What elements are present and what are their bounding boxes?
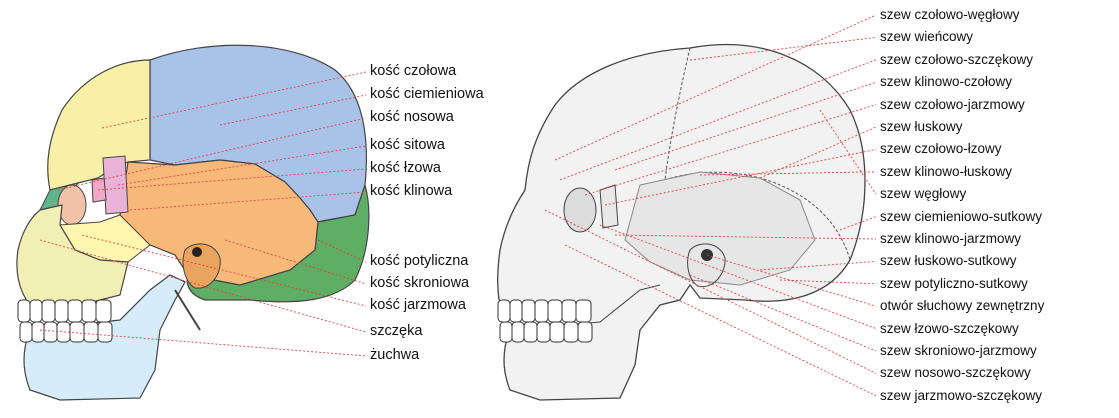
suture-label: szew węgłowy — [880, 187, 966, 201]
bone-label: kość potyliczna — [370, 254, 468, 269]
bone-label: kość nosowa — [370, 110, 454, 125]
suture-label: szew czołowo-łzowy — [880, 142, 1002, 156]
suture-label: szew nosowo-szczękowy — [880, 366, 1031, 380]
suture-label: szew łuskowo-sutkowy — [880, 254, 1017, 268]
suture-label: otwór słuchowy zewnętrzny — [880, 299, 1044, 313]
bone-label: kość sitowa — [370, 138, 445, 153]
bone-label: kość klinowa — [370, 184, 452, 199]
bone-label: kość skroniowa — [370, 276, 469, 291]
suture-label: szew czołowo-szczękowy — [880, 53, 1033, 67]
bone-label: kość ciemieniowa — [370, 87, 484, 102]
right-skull — [498, 45, 865, 400]
bone-label: szczęka — [370, 324, 422, 339]
suture-label: szew jarzmowo-szczękowy — [880, 389, 1042, 403]
bone-label: żuchwa — [370, 348, 419, 363]
suture-label: szew ciemieniowo-sutkowy — [880, 210, 1042, 224]
suture-label: szew czołowo-węgłowy — [880, 8, 1020, 22]
suture-label: szew potyliczno-sutkowy — [880, 277, 1028, 291]
teeth — [18, 300, 112, 342]
suture-label: szew czołowo-jarzmowy — [880, 98, 1025, 112]
bone-label: kość łzowa — [370, 161, 441, 176]
bone-label: kość czołowa — [370, 64, 456, 79]
suture-label: szew skroniowo-jarzmowy — [880, 344, 1037, 358]
bone-label: kość jarzmowa — [370, 298, 466, 313]
auditory-opening — [192, 247, 202, 257]
ethmoid-bone — [103, 156, 128, 214]
left-skull — [17, 45, 369, 400]
suture-label: szew klinowo-czołowy — [880, 75, 1012, 89]
suture-label: szew wieńcowy — [880, 30, 973, 44]
suture-label: szew klinowo-jarzmowy — [880, 232, 1021, 246]
suture-label: szew łzowo-szczękowy — [880, 322, 1019, 336]
right-teeth — [498, 300, 592, 342]
suture-label: szew łuskowy — [880, 120, 963, 134]
suture-label: szew klinowo-łuskowy — [880, 165, 1012, 179]
